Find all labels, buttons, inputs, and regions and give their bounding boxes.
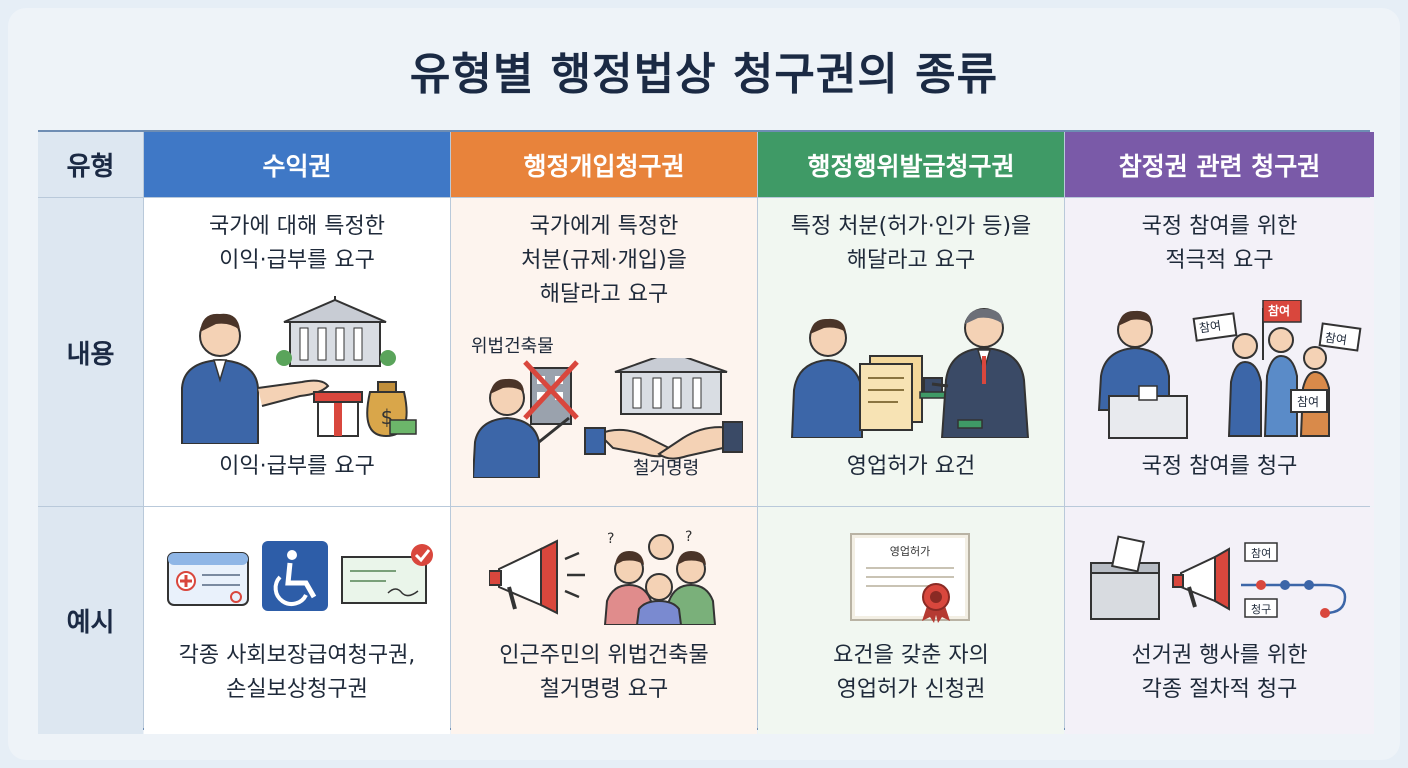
column-header-2: 행정개입청구권 bbox=[451, 132, 757, 197]
content-text-1: 국가에 대해 특정한 이익·급부를 요구 bbox=[209, 214, 385, 273]
column-header-4: 참정권 관련 청구권 bbox=[1065, 132, 1374, 197]
content-text-2: 국가에게 특정한 처분(규제·개입)을 해달라고 요구 bbox=[521, 214, 687, 307]
certificate-title: 영업허가 bbox=[889, 545, 931, 558]
row-header-type: 유형 bbox=[38, 132, 143, 197]
participation-illustration bbox=[1097, 300, 1362, 439]
sign-3: 참여 bbox=[1324, 330, 1348, 348]
sign-1: 참여 bbox=[1198, 318, 1223, 336]
content-caption-4: 국정 참여를 청구 bbox=[1141, 454, 1298, 479]
illegal-building-tag: 위법건축물 bbox=[471, 336, 554, 357]
content-caption-3: 영업허가 요건 bbox=[846, 454, 976, 479]
example-text-3: 요건을 갖춘 자의 영업허가 신청권 bbox=[833, 643, 989, 702]
sign-2: 참여 bbox=[1268, 304, 1291, 318]
content-text-4: 국정 참여를 위한 적극적 요구 bbox=[1141, 214, 1298, 273]
example-text-4: 선거권 행사를 위한 각종 절차적 청구 bbox=[1131, 643, 1308, 702]
welfare-icons bbox=[167, 541, 433, 611]
sign-4: 참여 bbox=[1297, 395, 1320, 409]
content-cell-4: 국정 참여를 위한 적극적 요구 참여 참여 참여 bbox=[1065, 198, 1374, 506]
procedure-illustration bbox=[1090, 535, 1347, 620]
column-header-1: 수익권 bbox=[144, 132, 450, 197]
example-text-2: 인근주민의 위법건축물 철거명령 요구 bbox=[499, 643, 709, 702]
intervention-illustration bbox=[473, 358, 743, 478]
seal-ribbon-icon bbox=[922, 583, 950, 623]
row-header-content: 내용 bbox=[38, 198, 143, 506]
svg-text:?: ? bbox=[607, 531, 614, 547]
content-cell-3: 특정 처분(허가·인가 등)을 해달라고 요구 영업허가 bbox=[758, 198, 1064, 506]
example-cell-2: ? ? 인근주민의 위법건축물 철거명령 요구 bbox=[451, 507, 757, 734]
content-text-3: 특정 처분(허가·인가 등)을 해달라고 요구 bbox=[790, 214, 1032, 273]
permit-illustration bbox=[790, 308, 1030, 438]
content-caption-1: 이익·급부를 요구 bbox=[219, 454, 375, 479]
example-cell-3: 영업허가 요건을 갖춘 자의 영업허가 신청권 bbox=[758, 507, 1064, 734]
benefit-illustration: $ bbox=[181, 296, 417, 444]
row-header-example: 예시 bbox=[38, 507, 143, 734]
demolition-order-tag: 철거명령 bbox=[633, 458, 700, 479]
example-cell-4: 참여 청구 선거권 행사를 위한 각종 절차적 청구 bbox=[1065, 507, 1374, 734]
procedure-tag-participation: 참여 bbox=[1251, 547, 1272, 560]
example-text-1: 각종 사회보장급여청구권, 손실보상청구권 bbox=[178, 643, 416, 702]
example-cell-1: 각종 사회보장급여청구권, 손실보상청구권 bbox=[144, 507, 450, 734]
business-license-certificate: 영업허가 bbox=[850, 533, 970, 623]
claims-table: 유형 수익권 행정개입청구권 행정행위발급청구권 참정권 관련 청구권 내용 국… bbox=[38, 130, 1374, 734]
svg-text:?: ? bbox=[685, 529, 692, 545]
residents-megaphone-illustration: ? ? bbox=[489, 529, 717, 625]
content-cell-1: 국가에 대해 특정한 이익·급부를 요구 bbox=[144, 198, 450, 506]
content-cell-2: 국가에게 특정한 처분(규제·개입)을 해달라고 요구 위법건축물 bbox=[451, 198, 757, 506]
column-header-3: 행정행위발급청구권 bbox=[758, 132, 1064, 197]
page-title: 유형별 행정법상 청구권의 종류 bbox=[409, 49, 999, 100]
procedure-tag-claim: 청구 bbox=[1251, 603, 1272, 616]
